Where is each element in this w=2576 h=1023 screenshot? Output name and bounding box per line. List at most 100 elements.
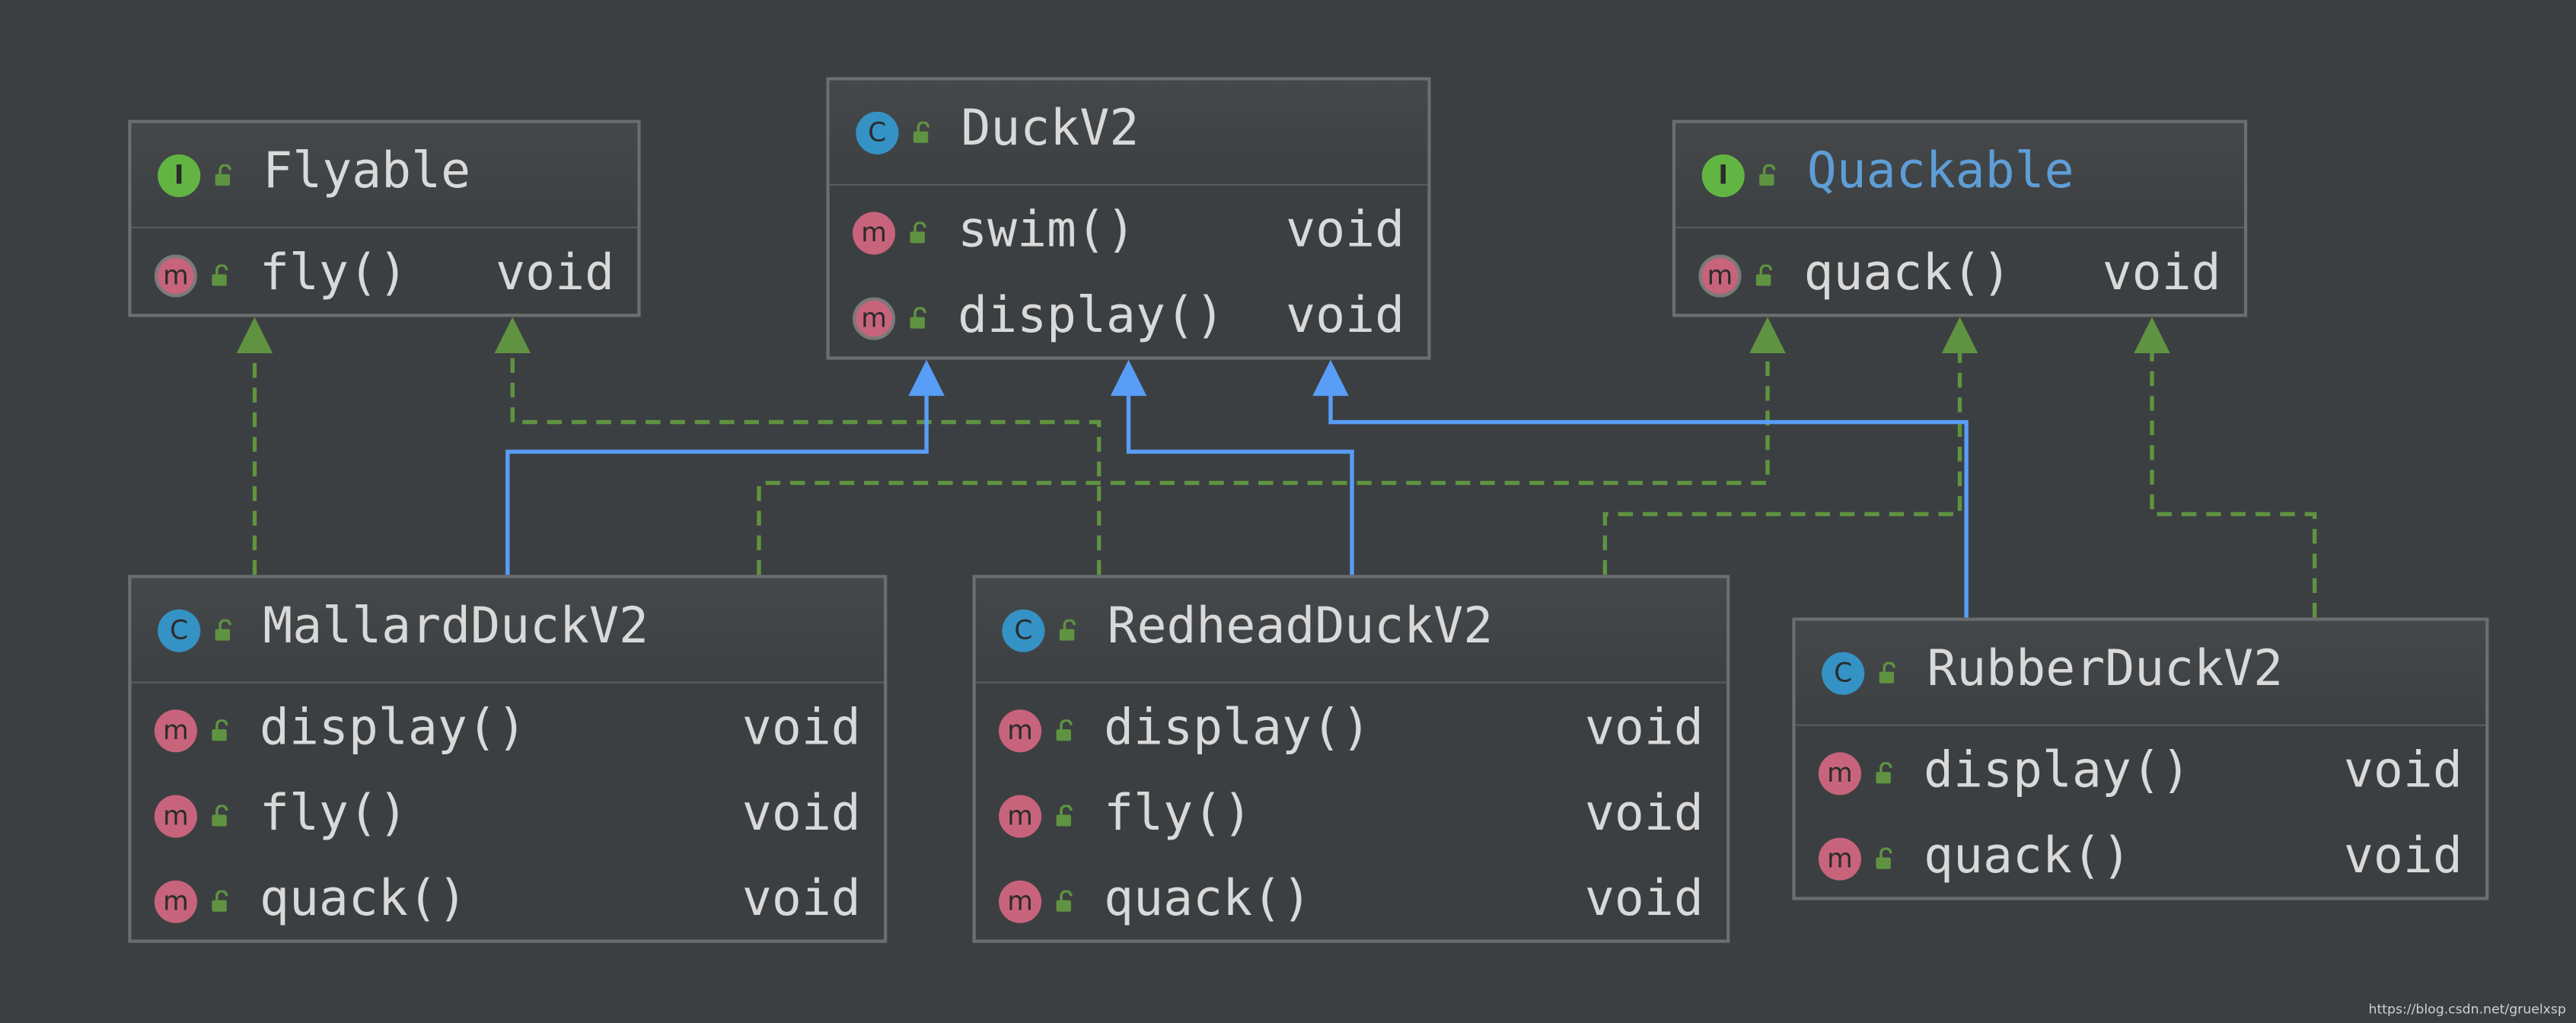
class-rubberduckv2[interactable]: C RubberDuckV2 m display() void m quack(… <box>1792 617 2489 900</box>
method-row[interactable]: m fly() void <box>976 772 1726 857</box>
method-row[interactable]: m quack() void <box>132 857 884 942</box>
public-lock-icon <box>1755 264 1773 286</box>
public-lock-icon <box>1879 661 1895 684</box>
method-name: quack() <box>1924 827 2131 886</box>
return-type: void <box>2343 827 2463 886</box>
method-icon: m <box>999 795 1042 838</box>
arrowhead-duck-2 <box>1110 359 1147 397</box>
return-type: void <box>1584 785 1704 843</box>
method-icon: m <box>999 880 1042 923</box>
method-icon: m <box>1818 837 1862 881</box>
class-mallardduckv2[interactable]: C MallardDuckV2 m display() void m fly()… <box>128 575 888 943</box>
method-name: fly() <box>259 244 408 303</box>
relation-redhead-implements-flyable <box>510 351 1101 575</box>
return-type: void <box>741 785 861 843</box>
abstract-method-icon: m <box>853 297 896 340</box>
relation-mallard-implements-quackable <box>757 351 1770 575</box>
method-name: quack() <box>1803 244 2012 303</box>
arrowhead-quackable-3 <box>2134 317 2170 353</box>
abstract-class-icon: C <box>856 111 899 155</box>
method-icon: m <box>154 880 197 923</box>
interface-flyable[interactable]: I Flyable m fly() void <box>128 120 641 317</box>
class-name: DuckV2 <box>961 100 1140 158</box>
watermark: https://blog.csdn.net/gruelxsp <box>2368 1002 2566 1017</box>
public-lock-icon <box>910 221 926 244</box>
method-row[interactable]: m display() void <box>830 274 1428 359</box>
public-lock-icon <box>1876 847 1892 869</box>
method-name: swim() <box>958 202 1136 260</box>
return-type: void <box>1584 870 1704 929</box>
return-type: void <box>2102 244 2221 303</box>
method-name: quack() <box>1104 870 1312 929</box>
method-icon: m <box>1818 752 1862 795</box>
relation-mallard-extends-duck <box>505 394 929 575</box>
relation-rubber-extends-duck <box>1328 394 1969 618</box>
arrowhead-quackable-1 <box>1749 317 1786 353</box>
public-lock-icon <box>212 719 228 741</box>
relation-redhead-extends-duck <box>1126 394 1354 575</box>
method-icon: m <box>853 212 896 255</box>
class-icon: C <box>1822 652 1865 695</box>
return-type: void <box>741 870 861 929</box>
public-lock-icon <box>212 890 228 912</box>
method-row[interactable]: m quack() void <box>1675 231 2244 317</box>
return-type: void <box>1584 700 1704 757</box>
interface-icon: I <box>1701 154 1745 197</box>
interface-quackable[interactable]: I Quackable m quack() void <box>1672 120 2248 317</box>
class-icon: C <box>1002 609 1045 652</box>
arrowhead-flyable-1 <box>236 317 273 353</box>
method-row[interactable]: m display() void <box>976 687 1726 772</box>
method-name: quack() <box>259 870 467 929</box>
abstract-method-icon: m <box>154 254 197 298</box>
public-lock-icon <box>1759 164 1776 186</box>
public-lock-icon <box>212 264 228 286</box>
public-lock-icon <box>1056 890 1073 912</box>
public-lock-icon <box>215 619 231 641</box>
method-name: display() <box>958 287 1225 346</box>
method-row[interactable]: m display() void <box>132 687 884 772</box>
return-type: void <box>1286 287 1405 346</box>
abstract-method-icon: m <box>1698 254 1742 298</box>
method-icon: m <box>999 709 1042 753</box>
rubber-header: C RubberDuckV2 <box>1795 620 2486 726</box>
method-row[interactable]: m fly() void <box>132 772 884 857</box>
relation-redhead-implements-quackable <box>1602 351 1962 575</box>
method-icon: m <box>154 709 197 753</box>
method-icon: m <box>154 795 197 838</box>
return-type: void <box>741 700 861 757</box>
method-name: display() <box>1104 700 1371 757</box>
public-lock-icon <box>212 805 228 827</box>
arrowhead-duck-1 <box>908 359 945 397</box>
class-name: Flyable <box>263 142 471 201</box>
mallard-header: C MallardDuckV2 <box>131 578 885 684</box>
quackable-header: I Quackable <box>1675 123 2244 228</box>
arrowhead-quackable-2 <box>1941 317 1978 353</box>
method-name: fly() <box>259 785 408 843</box>
method-name: display() <box>1924 742 2191 800</box>
class-name: Quackable <box>1806 142 2074 201</box>
class-redheadduckv2[interactable]: C RedheadDuckV2 m display() void m fly()… <box>972 575 1730 943</box>
class-duckv2[interactable]: C DuckV2 m swim() void m display() void <box>826 77 1431 360</box>
arrowhead-flyable-2 <box>494 317 531 353</box>
redhead-header: C RedheadDuckV2 <box>975 578 1727 684</box>
method-name: display() <box>259 700 527 757</box>
public-lock-icon <box>215 164 231 186</box>
return-type: void <box>496 244 615 303</box>
public-lock-icon <box>1876 762 1892 784</box>
public-lock-icon <box>913 121 929 143</box>
method-row[interactable]: m display() void <box>1796 729 2485 814</box>
method-name: fly() <box>1104 785 1253 843</box>
duck-header: C DuckV2 <box>829 80 1428 186</box>
relation-rubber-implements-quackable <box>2150 351 2317 618</box>
interface-icon: I <box>158 154 201 197</box>
return-type: void <box>1286 202 1405 260</box>
class-icon: C <box>158 609 201 652</box>
method-row[interactable]: m fly() void <box>132 231 638 317</box>
method-row[interactable]: m quack() void <box>1796 814 2485 900</box>
class-name: MallardDuckV2 <box>263 598 649 656</box>
public-lock-icon <box>1056 805 1073 827</box>
method-row[interactable]: m swim() void <box>830 189 1428 274</box>
method-row[interactable]: m quack() void <box>976 857 1726 942</box>
